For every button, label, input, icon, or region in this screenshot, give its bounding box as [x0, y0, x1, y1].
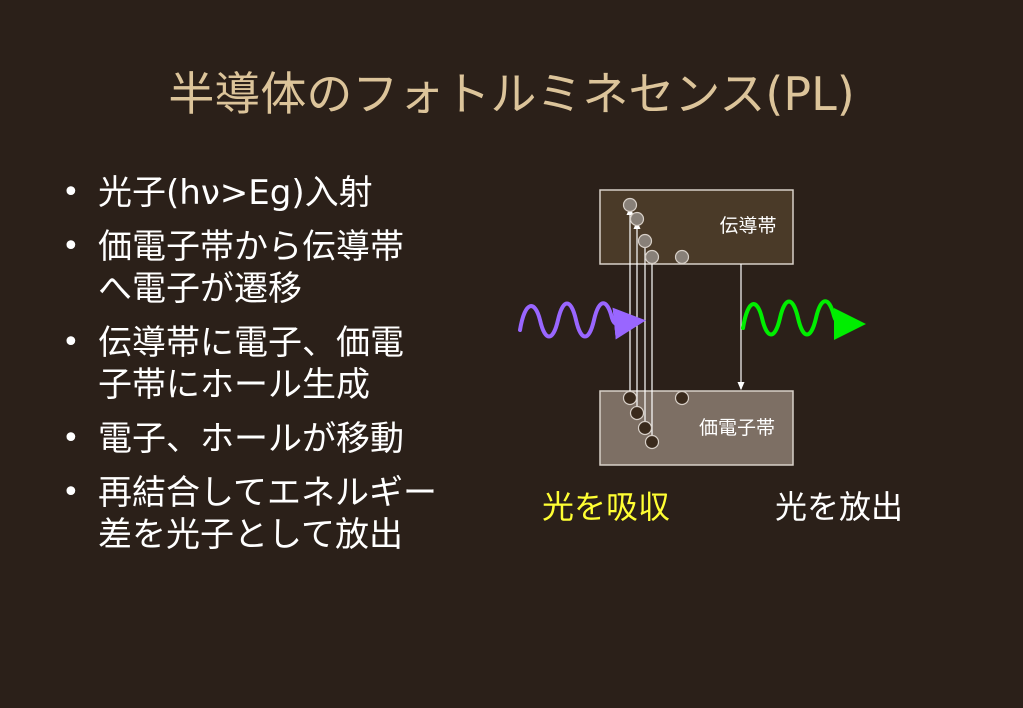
bullet-text-continued: へ電子が遷移: [98, 269, 302, 309]
bullet-text: 電子、ホールが移動: [98, 419, 404, 459]
absorb-caption: 光を吸収: [542, 488, 671, 526]
valence-band-label: 価電子帯: [699, 417, 775, 439]
hole: [629, 405, 645, 421]
hole: [622, 390, 638, 406]
bullet-dot: •: [62, 325, 80, 360]
bullet-text: 光子(hν>Eg)入射: [98, 173, 373, 213]
slide-title: 半導体のフォトルミネセンス(PL): [168, 67, 855, 121]
bullet-dot: •: [62, 229, 80, 264]
electron: [637, 233, 653, 249]
bullet-item: • 再結合してエネルギー 差を光子として放出: [58, 472, 508, 556]
bullet-item: • 光子(hν>Eg)入射: [58, 172, 508, 214]
hole: [644, 434, 660, 450]
emit-caption: 光を放出: [775, 488, 904, 526]
bullet-text: 価電子帯から伝導帯: [98, 227, 404, 267]
bullet-text: 再結合してエネルギー: [98, 473, 437, 513]
electron: [674, 249, 690, 265]
conduction-band-label: 伝導帯: [719, 215, 776, 237]
bullet-list: • 光子(hν>Eg)入射 • 価電子帯から伝導帯 へ電子が遷移 • 伝導帯に電…: [58, 172, 508, 568]
electron: [629, 211, 645, 227]
hole: [637, 420, 653, 436]
emitted-photon-wave: [741, 299, 866, 341]
bullet-dot: •: [62, 475, 80, 510]
bullet-item: • 電子、ホールが移動: [58, 418, 508, 460]
bullet-dot: •: [62, 175, 80, 210]
bullet-text-continued: 子帯にホール生成: [98, 365, 370, 405]
bullet-text: 伝導帯に電子、価電: [98, 323, 404, 363]
electron: [622, 197, 638, 213]
incoming-photon-wave: [518, 301, 646, 340]
bullet-text-continued: 差を光子として放出: [98, 515, 403, 555]
electron: [644, 249, 660, 265]
bullet-dot: •: [62, 421, 80, 456]
bullet-item: • 伝導帯に電子、価電 子帯にホール生成: [58, 322, 508, 406]
bullet-item: • 価電子帯から伝導帯 へ電子が遷移: [58, 226, 508, 310]
hole: [674, 390, 690, 406]
